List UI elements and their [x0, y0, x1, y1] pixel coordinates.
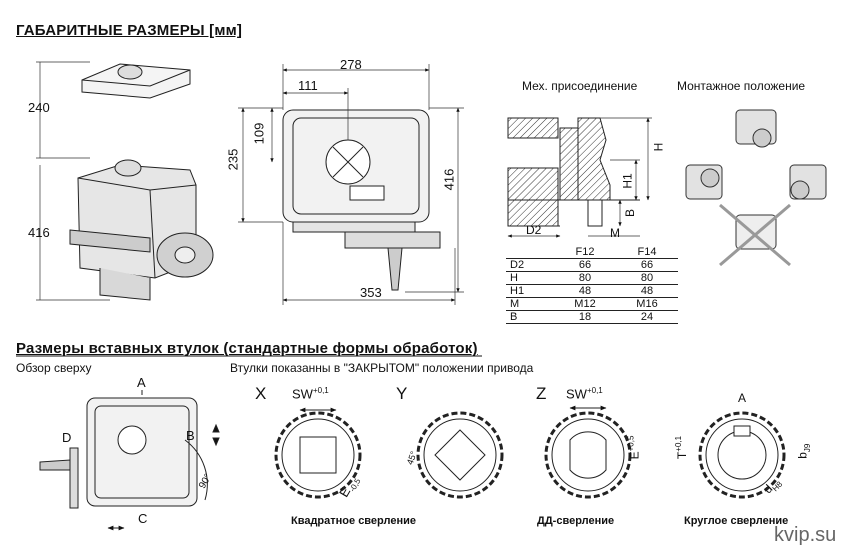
spec-table-row: D2 66 66	[506, 258, 678, 272]
top-view-letter-a: A	[137, 375, 146, 390]
bushing-round	[698, 411, 786, 499]
bushings-note: Втулки показанны в "ЗАКРЫТОМ" положении …	[230, 361, 534, 375]
bushing-y-letter: Y	[396, 384, 408, 403]
spec-cell: 24	[616, 310, 678, 324]
spec-table-row: M M12 M16	[506, 297, 678, 311]
spec-cell: 80	[616, 271, 678, 285]
spec-cell: 18	[554, 310, 616, 324]
mech-dimension-lines	[507, 117, 652, 238]
spec-header-cell: F12	[554, 246, 616, 259]
top-view-letter-c: C	[138, 511, 148, 526]
spec-table-row: H1 48 48	[506, 284, 678, 298]
bushing-y-diamond	[416, 411, 504, 499]
watermark: kvip.su	[774, 524, 837, 546]
spec-table-row: B 18 24	[506, 310, 678, 324]
bushing-round-b: bJ9	[795, 444, 811, 459]
spec-cell: 66	[554, 258, 616, 272]
bushing-round-t: T+0,1	[674, 436, 689, 459]
spec-cell: D2	[506, 258, 554, 272]
front-dimension-lines	[238, 64, 464, 305]
bushing-x-sw-tol: +0,1	[312, 386, 329, 395]
bushing-x-letter: X	[255, 384, 267, 403]
mount-title: Монтажное положение	[677, 79, 806, 93]
bushing-round-b-label: b	[795, 452, 810, 459]
bushing-z-e-label: E	[627, 451, 642, 460]
bushing-z-sw-tol: +0,1	[586, 386, 603, 395]
spec-cell: 48	[616, 284, 678, 298]
bushing-z-e-tol: +0,5	[626, 435, 636, 452]
side-dimension-lines	[36, 61, 110, 301]
bushing-x-sw: SW+0,1	[292, 386, 329, 401]
bushing-round-t-label: T	[675, 451, 690, 460]
spec-cell: B	[506, 310, 554, 324]
mech-title: Мех. присоединение	[522, 79, 638, 93]
spec-cell: H1	[506, 284, 554, 298]
spec-cell: M	[506, 297, 554, 311]
mech-connection-section	[507, 117, 640, 227]
spec-cell: M12	[554, 297, 616, 311]
dim-front-111: 111	[298, 78, 318, 93]
spec-cell: 80	[554, 271, 616, 285]
spec-header-cell	[506, 246, 554, 259]
mech-label-h1: H1	[620, 173, 635, 189]
caption-round-drilling: Круглое сверление	[684, 515, 789, 527]
dim-front-109: 109	[251, 122, 267, 145]
spec-cell: 66	[616, 258, 678, 272]
bushing-z-sw-label: SW	[566, 386, 587, 402]
bushing-z-dd	[544, 405, 632, 499]
dim-front-416: 416	[441, 168, 457, 191]
bushing-z-sw: SW+0,1	[566, 386, 603, 401]
top-view-letter-d: D	[62, 430, 72, 445]
bushings-drawings	[274, 405, 786, 499]
mech-label-h: H	[651, 142, 666, 152]
dim-front-278: 278	[340, 57, 362, 72]
bushing-z-letter: Z	[536, 384, 547, 403]
bushing-x-sw-label: SW	[292, 386, 313, 402]
bushing-round-letter-a: A	[738, 391, 747, 405]
heading-bushings: Размеры вставных втулок (стандартные фор…	[16, 340, 478, 357]
spec-header-cell: F14	[616, 246, 678, 259]
top-view-caption: Обзор сверху	[16, 361, 92, 375]
bushing-round-t-tol: +0,1	[674, 435, 684, 452]
caption-square-drilling: Квадратное сверление	[291, 515, 416, 527]
caption-dd-drilling: ДД-сверление	[537, 515, 615, 527]
dim-front-235: 235	[225, 148, 241, 171]
spec-table-header: F12 F14	[506, 246, 678, 259]
mounting-positions	[685, 109, 827, 267]
heading-overall-dimensions: ГАБАРИТНЫЕ РАЗМЕРЫ [мм]	[16, 22, 243, 39]
mech-label-m: M	[610, 226, 620, 240]
bushing-x-square	[274, 407, 362, 499]
actuator-side-view	[69, 63, 214, 301]
spec-table-row: H 80 80	[506, 271, 678, 285]
mech-label-b: B	[623, 208, 638, 218]
spec-cell: H	[506, 271, 554, 285]
spec-cell: 48	[554, 284, 616, 298]
mech-label-d2: D2	[526, 223, 542, 237]
actuator-front-view	[282, 109, 441, 291]
bushing-z-e: E+0,5	[626, 436, 641, 460]
bushing-round-b-tol: J9	[802, 443, 812, 453]
top-view-letter-b: B	[186, 428, 195, 443]
top-view-drawing	[39, 390, 220, 531]
dim-front-353: 353	[360, 285, 382, 300]
spec-table: F12 F14 D2 66 66 H 80 80 H1 48 48 M M12 …	[506, 246, 678, 324]
spec-cell: M16	[616, 297, 678, 311]
dim-side-240: 240	[28, 100, 50, 115]
dim-side-416: 416	[28, 225, 50, 240]
